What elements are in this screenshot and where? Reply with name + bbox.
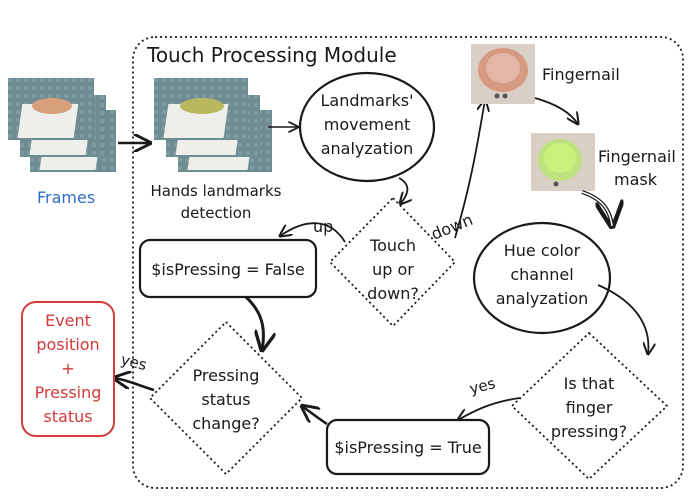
fingernail-image [471, 44, 535, 104]
touch-line3: down? [367, 284, 419, 303]
event-line1: Event [45, 311, 91, 330]
fingernail-label: Fingernail [542, 65, 620, 84]
arrow-status-to-event [114, 378, 155, 392]
movement-line3: analyzation [321, 139, 414, 158]
finger-line2: finger [566, 398, 613, 417]
hue-line2: channel [510, 265, 573, 284]
event-line5: status [43, 407, 92, 426]
edge-up-label: up [313, 217, 333, 236]
finger-line3: pressing? [551, 422, 627, 441]
hue-line3: analyzation [496, 289, 589, 308]
is-pressing-false-label: $isPressing = False [151, 260, 305, 279]
arrow-fingernail-to-mask [534, 97, 578, 124]
movement-line1: Landmarks' [321, 91, 414, 110]
touch-line1: Touch [369, 236, 416, 255]
landmarks-label-line1: Hands landmarks [151, 182, 282, 200]
is-pressing-true-label: $isPressing = True [334, 438, 481, 457]
arrow-down-to-fingernail [454, 100, 485, 239]
edge-down-label: down [428, 210, 475, 244]
finger-pressing-decision-node [510, 331, 669, 481]
arrow-mask-to-hue-inner [581, 191, 613, 227]
movement-line2: movement [324, 115, 411, 134]
fingernail-mask-image [531, 133, 595, 191]
landmarks-image-stack [154, 78, 272, 172]
module-title: Touch Processing Module [146, 43, 397, 67]
hue-analyzation-node [472, 221, 612, 335]
frames-label: Frames [37, 188, 95, 207]
status-line1: Pressing [193, 366, 260, 385]
touch-line2: up or [372, 260, 414, 279]
arrow-movement-to-touch [399, 177, 407, 204]
is-pressing-false-box [138, 238, 318, 299]
arrow-mask-to-hue [581, 190, 612, 226]
movement-analyzation-node [298, 71, 436, 183]
status-change-decision-node [148, 320, 304, 476]
touch-decision-node [328, 196, 457, 328]
frames-image-stack [8, 78, 116, 172]
hue-line1: Hue color [504, 241, 581, 260]
event-line3: + [61, 359, 74, 378]
arrow-up-to-false [280, 222, 346, 243]
is-pressing-true-box [325, 418, 491, 476]
edge-yes-right-label: yes [468, 374, 498, 398]
status-line2: status [201, 390, 250, 409]
fingernail-mask-line1: Fingernail [598, 147, 676, 166]
module-frame [132, 36, 684, 489]
arrow-finger-to-true [458, 397, 521, 420]
finger-line1: Is that [564, 374, 615, 393]
landmarks-label-line2: detection [181, 204, 252, 222]
arrow-hue-to-finger [597, 284, 648, 354]
fingernail-mask-line2: mask [614, 170, 658, 189]
status-line3: change? [192, 414, 259, 433]
edge-yes-left-label: yes [119, 350, 149, 374]
arrow-true-to-status [302, 406, 328, 426]
event-line4: Pressing [35, 383, 102, 402]
event-output-box [21, 301, 115, 437]
event-line2: position [36, 335, 99, 354]
arrow-false-to-status [244, 295, 263, 350]
